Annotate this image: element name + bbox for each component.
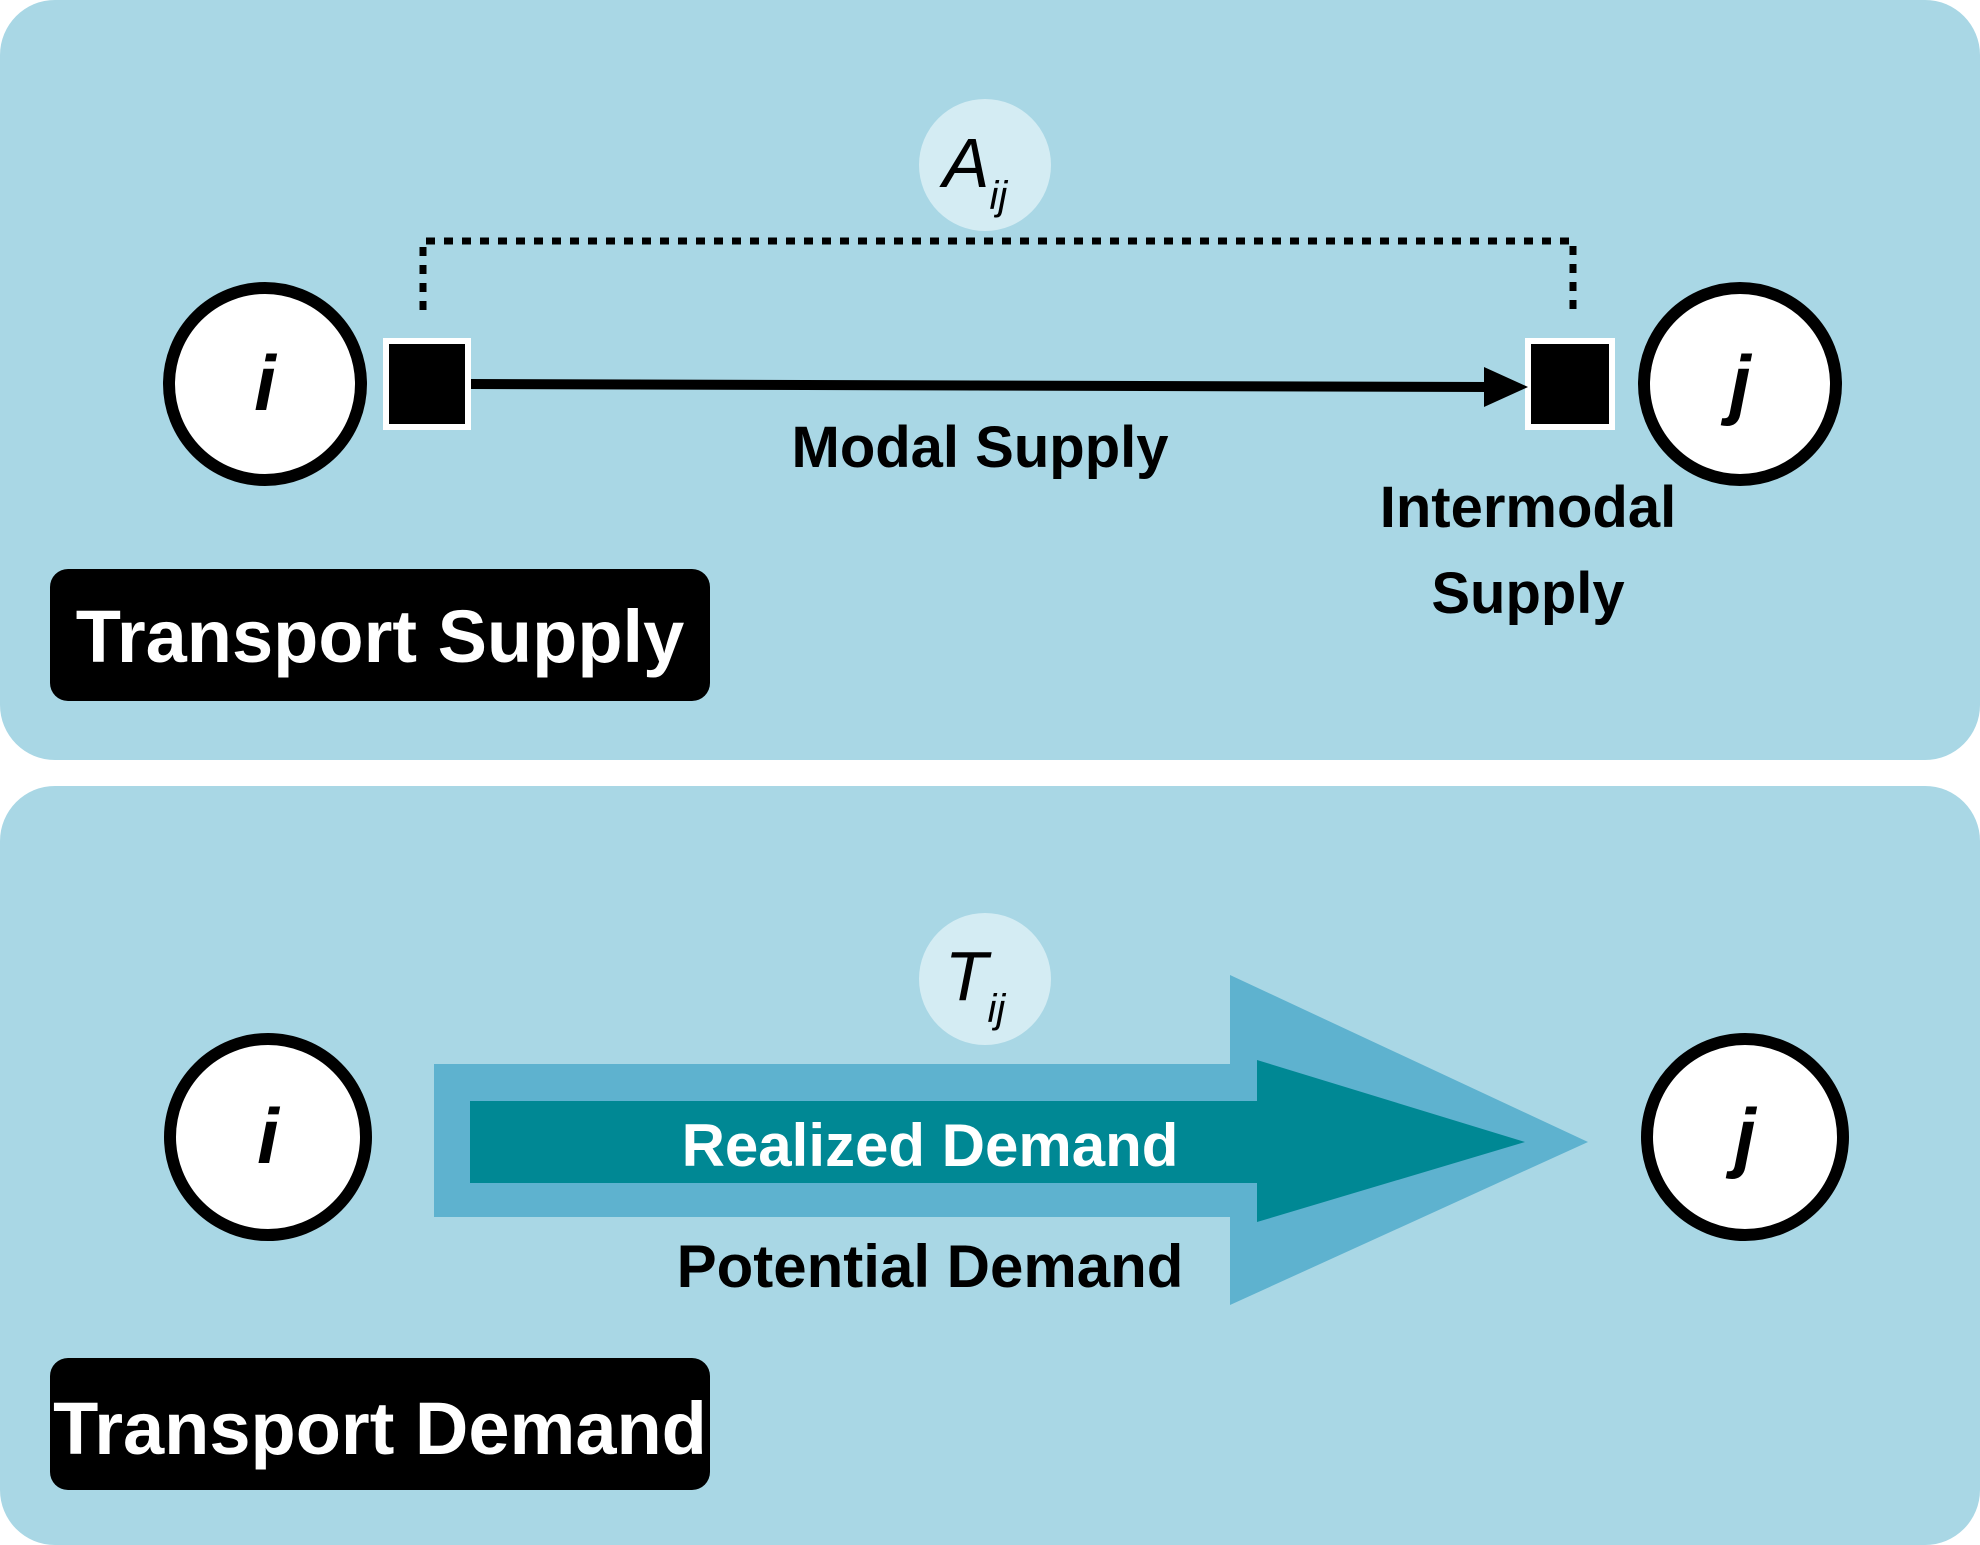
origin-terminal-square — [383, 338, 471, 430]
supply-destination-node: j — [1638, 282, 1842, 486]
demand-variable-bubble: Tij — [919, 913, 1051, 1045]
demand-variable-label: Tij — [945, 937, 1007, 1031]
demand-origin-node: i — [164, 1033, 372, 1241]
demand-title-badge-background — [50, 1358, 710, 1490]
supply-origin-circle — [163, 282, 367, 486]
destination-terminal-square — [1525, 338, 1615, 430]
demand-variable-circle — [919, 913, 1051, 1045]
intermodal-supply-label-line1: Intermodal — [1380, 475, 1677, 540]
supply-origin-node: i — [163, 282, 367, 486]
modal-supply-arrow-line — [470, 379, 1491, 392]
realized-demand-label: Realized Demand — [682, 1112, 1179, 1179]
supply-origin-label: i — [254, 339, 277, 427]
demand-origin-circle — [164, 1033, 372, 1241]
modal-supply-label: Modal Supply — [792, 415, 1169, 480]
supply-title-badge: Transport Supply — [50, 569, 710, 701]
supply-variable-label: Aij — [939, 124, 1009, 218]
supply-title-badge-background — [50, 569, 710, 701]
potential-demand-label: Potential Demand — [677, 1233, 1184, 1300]
supply-variable-bubble: Aij — [919, 99, 1051, 231]
supply-variable-subscript: ij — [989, 174, 1008, 218]
supply-panel: Aij i j Modal Supply Intermodal Supply T… — [0, 0, 1980, 760]
modal-supply-arrowhead — [1484, 367, 1528, 407]
intermodal-supply-label-line2: Supply — [1431, 561, 1624, 626]
demand-destination-node: j — [1641, 1033, 1849, 1241]
demand-title-badge: Transport Demand — [50, 1358, 710, 1490]
realized-demand-arrow — [470, 1060, 1525, 1222]
demand-panel: Tij i j Realized Demand Potential Demand… — [0, 786, 1980, 1545]
supply-title: Transport Supply — [76, 595, 685, 678]
demand-variable-base: T — [945, 937, 992, 1015]
demand-title: Transport Demand — [53, 1387, 707, 1470]
demand-variable-subscript: ij — [987, 987, 1006, 1031]
demand-destination-circle — [1641, 1033, 1849, 1241]
supply-variable-circle — [919, 99, 1051, 231]
demand-origin-label: i — [257, 1092, 280, 1180]
supply-variable-base: A — [939, 124, 990, 202]
supply-destination-circle — [1638, 282, 1842, 486]
